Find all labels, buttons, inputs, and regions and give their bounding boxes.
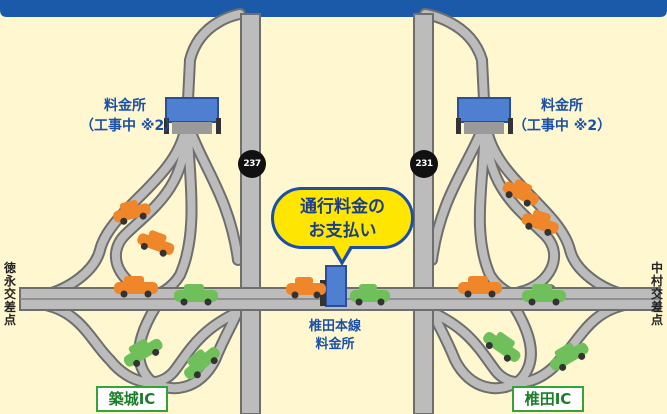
right-ic-label: 椎田IC	[512, 386, 584, 412]
left-plaza-title: 料金所	[104, 98, 146, 114]
payment-callout: 通行料金の お支払い	[271, 187, 414, 249]
left-plaza-label: 料金所 （工事中 ※2）	[80, 96, 179, 136]
mainline-plaza-subtitle: 料金所	[315, 337, 355, 352]
left-toll-booth	[164, 97, 221, 134]
right-plaza-label: 料金所 （工事中 ※2）	[512, 96, 612, 136]
right-plaza-note: （工事中 ※2）	[512, 118, 612, 134]
callout-line-1: 通行料金の	[300, 197, 385, 217]
left-intersection-label: 徳永交差点	[3, 261, 16, 327]
left-plaza-note: （工事中 ※2）	[80, 118, 179, 134]
left-ic-label: 築城IC	[96, 386, 168, 412]
route-231-road	[413, 13, 434, 414]
callout-line-2: お支払い	[308, 221, 377, 241]
mainline-plaza-label: 椎田本線 料金所	[290, 318, 380, 354]
route-237-sign: 237	[238, 150, 266, 178]
left-ramps	[34, 8, 246, 395]
top-banner	[0, 0, 667, 17]
car-icons	[113, 179, 589, 380]
route-231-sign: 231	[410, 150, 438, 178]
callout-tail-fill	[333, 244, 351, 260]
route-237-road	[240, 13, 261, 414]
right-toll-booth	[456, 97, 513, 134]
right-plaza-title: 料金所	[541, 98, 583, 114]
right-intersection-label: 中村交差点	[650, 261, 663, 327]
mainline-plaza-title: 椎田本線	[308, 319, 361, 334]
